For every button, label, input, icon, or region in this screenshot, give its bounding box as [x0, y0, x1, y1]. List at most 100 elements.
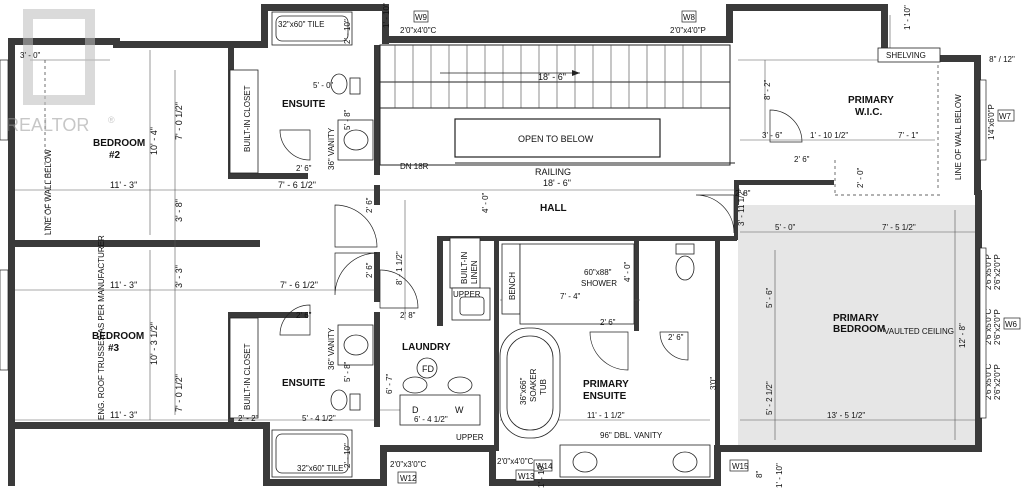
wall-bottom-ensuite: [489, 479, 721, 486]
watermark-text: REALTOR: [6, 115, 89, 135]
label-line-wall-left: LINE OF WALL BELOW: [44, 149, 53, 235]
wall-ensuite-top-right: [374, 45, 380, 175]
svg-text:18' - 6": 18' - 6": [538, 72, 566, 82]
wall-closet-bottom-top: [228, 312, 308, 318]
svg-text:5' - 0": 5' - 0": [313, 81, 334, 90]
toilet-bottom: [330, 389, 348, 411]
svg-text:2' - 10": 2' - 10": [343, 443, 352, 468]
label-closet-bottom: BUILT-IN CLOSET: [243, 343, 252, 410]
wall-wic-bottom-left: [734, 180, 739, 240]
door-ensuite-bottom: [279, 304, 311, 336]
label-laundry: LAUNDRY: [402, 342, 451, 353]
svg-text:8": 8": [755, 471, 764, 478]
wall-closet-top-bottom: [228, 173, 308, 179]
label-railing: RAILING: [535, 167, 571, 177]
svg-text:11' - 3": 11' - 3": [110, 280, 137, 290]
svg-text:2' 6": 2' 6": [365, 197, 374, 213]
realtor-logo: REALTOR ®: [6, 9, 115, 135]
label-primary-bedroom-b: BEDROOM: [833, 324, 885, 335]
window-w13-size: 2'0"x4'0"C: [497, 457, 534, 466]
wall-laundry-right: [437, 236, 443, 326]
wall-hall-left-b: [374, 252, 380, 302]
svg-text:13' - 5 1/2": 13' - 5 1/2": [827, 411, 865, 420]
wall-top-mid: [113, 41, 268, 48]
wall-bedroom-left: [715, 241, 720, 450]
wall-hall-left-a: [374, 185, 380, 205]
svg-text:2'6"x5'0"P: 2'6"x5'0"P: [984, 254, 993, 290]
linen-closet: [449, 237, 481, 289]
door-primary-bedroom: [695, 194, 735, 234]
svg-text:1' - 10": 1' - 10": [537, 463, 546, 488]
label-shower-a: 60"x88": [584, 268, 612, 277]
svg-text:4' - 0": 4' - 0": [623, 261, 632, 282]
toilet-top: [330, 73, 348, 95]
svg-text:18' - 6": 18' - 6": [543, 178, 571, 188]
stairs: [379, 44, 735, 166]
label-vanity-top: 36" VANITY: [327, 127, 336, 170]
label-vaulted: VAULTED CEILING: [884, 327, 954, 336]
label-tile-bottom: 32"x60" TILE: [297, 464, 343, 473]
label-tub-b: SOAKER: [529, 368, 538, 402]
label-shower-b: SHOWER: [581, 279, 617, 288]
primary-bedroom-shade: [738, 205, 975, 445]
wall-bottom-laundry: [380, 445, 495, 452]
window-w6: W6: [1005, 320, 1018, 329]
wall-wic-right-up: [881, 4, 888, 62]
door-primary-ensuite: [589, 331, 629, 371]
label-ensuite-bottom: ENSUITE: [282, 378, 326, 389]
window-w12-size: 2'0"x3'0"C: [390, 460, 427, 469]
room-labels: BEDROOM #2 BEDROOM #3 ENSUITE ENSUITE LA…: [44, 51, 1015, 442]
svg-text:3' - 8": 3' - 8": [174, 199, 184, 222]
label-upper-bottom: UPPER: [456, 433, 484, 442]
window-w8-size: 2'0"x4'0"P: [670, 26, 706, 35]
wall-hall-bottom: [437, 236, 737, 241]
label-open-to-below: OPEN TO BELOW: [518, 134, 594, 144]
svg-text:®: ®: [108, 115, 115, 125]
washer-dryer: [399, 394, 481, 426]
svg-text:1' - 10": 1' - 10": [903, 5, 912, 30]
wall-ens-left: [489, 445, 496, 486]
svg-text:2' - 0": 2' - 0": [856, 167, 865, 188]
svg-text:2'6"x5'0"C: 2'6"x5'0"C: [984, 308, 993, 345]
door-bedroom2: [334, 204, 378, 248]
wall-top-stair: [382, 36, 732, 43]
window-w9: W9: [415, 13, 428, 22]
svg-text:3' - 11 1/2": 3' - 11 1/2": [737, 188, 746, 226]
window-w7-size: 1'4"x6'0"P: [987, 104, 996, 140]
svg-text:2' 6": 2' 6": [600, 318, 616, 327]
fixture-labels: 32"x60" TILE 32"x60" TILE 36" VANITY 36"…: [278, 20, 663, 473]
svg-text:12' - 8": 12' - 8": [958, 323, 967, 348]
svg-text:7' - 0 1/2": 7' - 0 1/2": [174, 102, 184, 140]
svg-text:6' - 7": 6' - 7": [385, 373, 394, 394]
label-washer: W: [455, 405, 464, 415]
wall-ensuite-bottom-right: [374, 312, 380, 427]
door-bedroom3: [334, 252, 378, 296]
svg-text:7' - 5 1/2": 7' - 5 1/2": [882, 223, 916, 232]
dimension-lines: [15, 15, 975, 440]
svg-text:8' - 1 1/2": 8' - 1 1/2": [395, 251, 404, 285]
label-tile-top: 32"x60" TILE: [278, 20, 324, 29]
closet-top: [229, 69, 259, 174]
shower: [519, 243, 635, 325]
svg-text:5' - 8": 5' - 8": [343, 109, 352, 130]
floor-drain: [416, 357, 438, 379]
svg-text:5' - 6": 5' - 6": [765, 287, 774, 308]
window-w12: W12: [400, 474, 417, 483]
wall-shower-left: [494, 241, 499, 451]
svg-text:2' 8": 2' 8": [735, 189, 751, 198]
stair-outline: [379, 44, 731, 166]
wall-ens-right: [714, 445, 721, 486]
window-w8: W8: [683, 13, 696, 22]
wall-right-lower: [975, 190, 982, 452]
svg-text:3' - 0": 3' - 0": [20, 51, 41, 60]
svg-text:2'6"x2'0"P: 2'6"x2'0"P: [993, 309, 1002, 345]
wall-bottom-bedroom: [714, 445, 982, 452]
svg-text:7' - 4": 7' - 4": [560, 292, 581, 301]
label-bench: BENCH: [508, 272, 517, 300]
window-tags: W9 2'0"x4'0"C W8 2'0"x4'0"P W7 1'4"x6'0"…: [390, 10, 1021, 484]
wall-top-left: [8, 38, 120, 45]
window-frames: [0, 59, 987, 419]
wall-notch-right: [382, 4, 389, 44]
svg-text:11' - 3": 11' - 3": [110, 180, 137, 190]
label-roof-pitch: 8" / 12": [989, 55, 1015, 64]
